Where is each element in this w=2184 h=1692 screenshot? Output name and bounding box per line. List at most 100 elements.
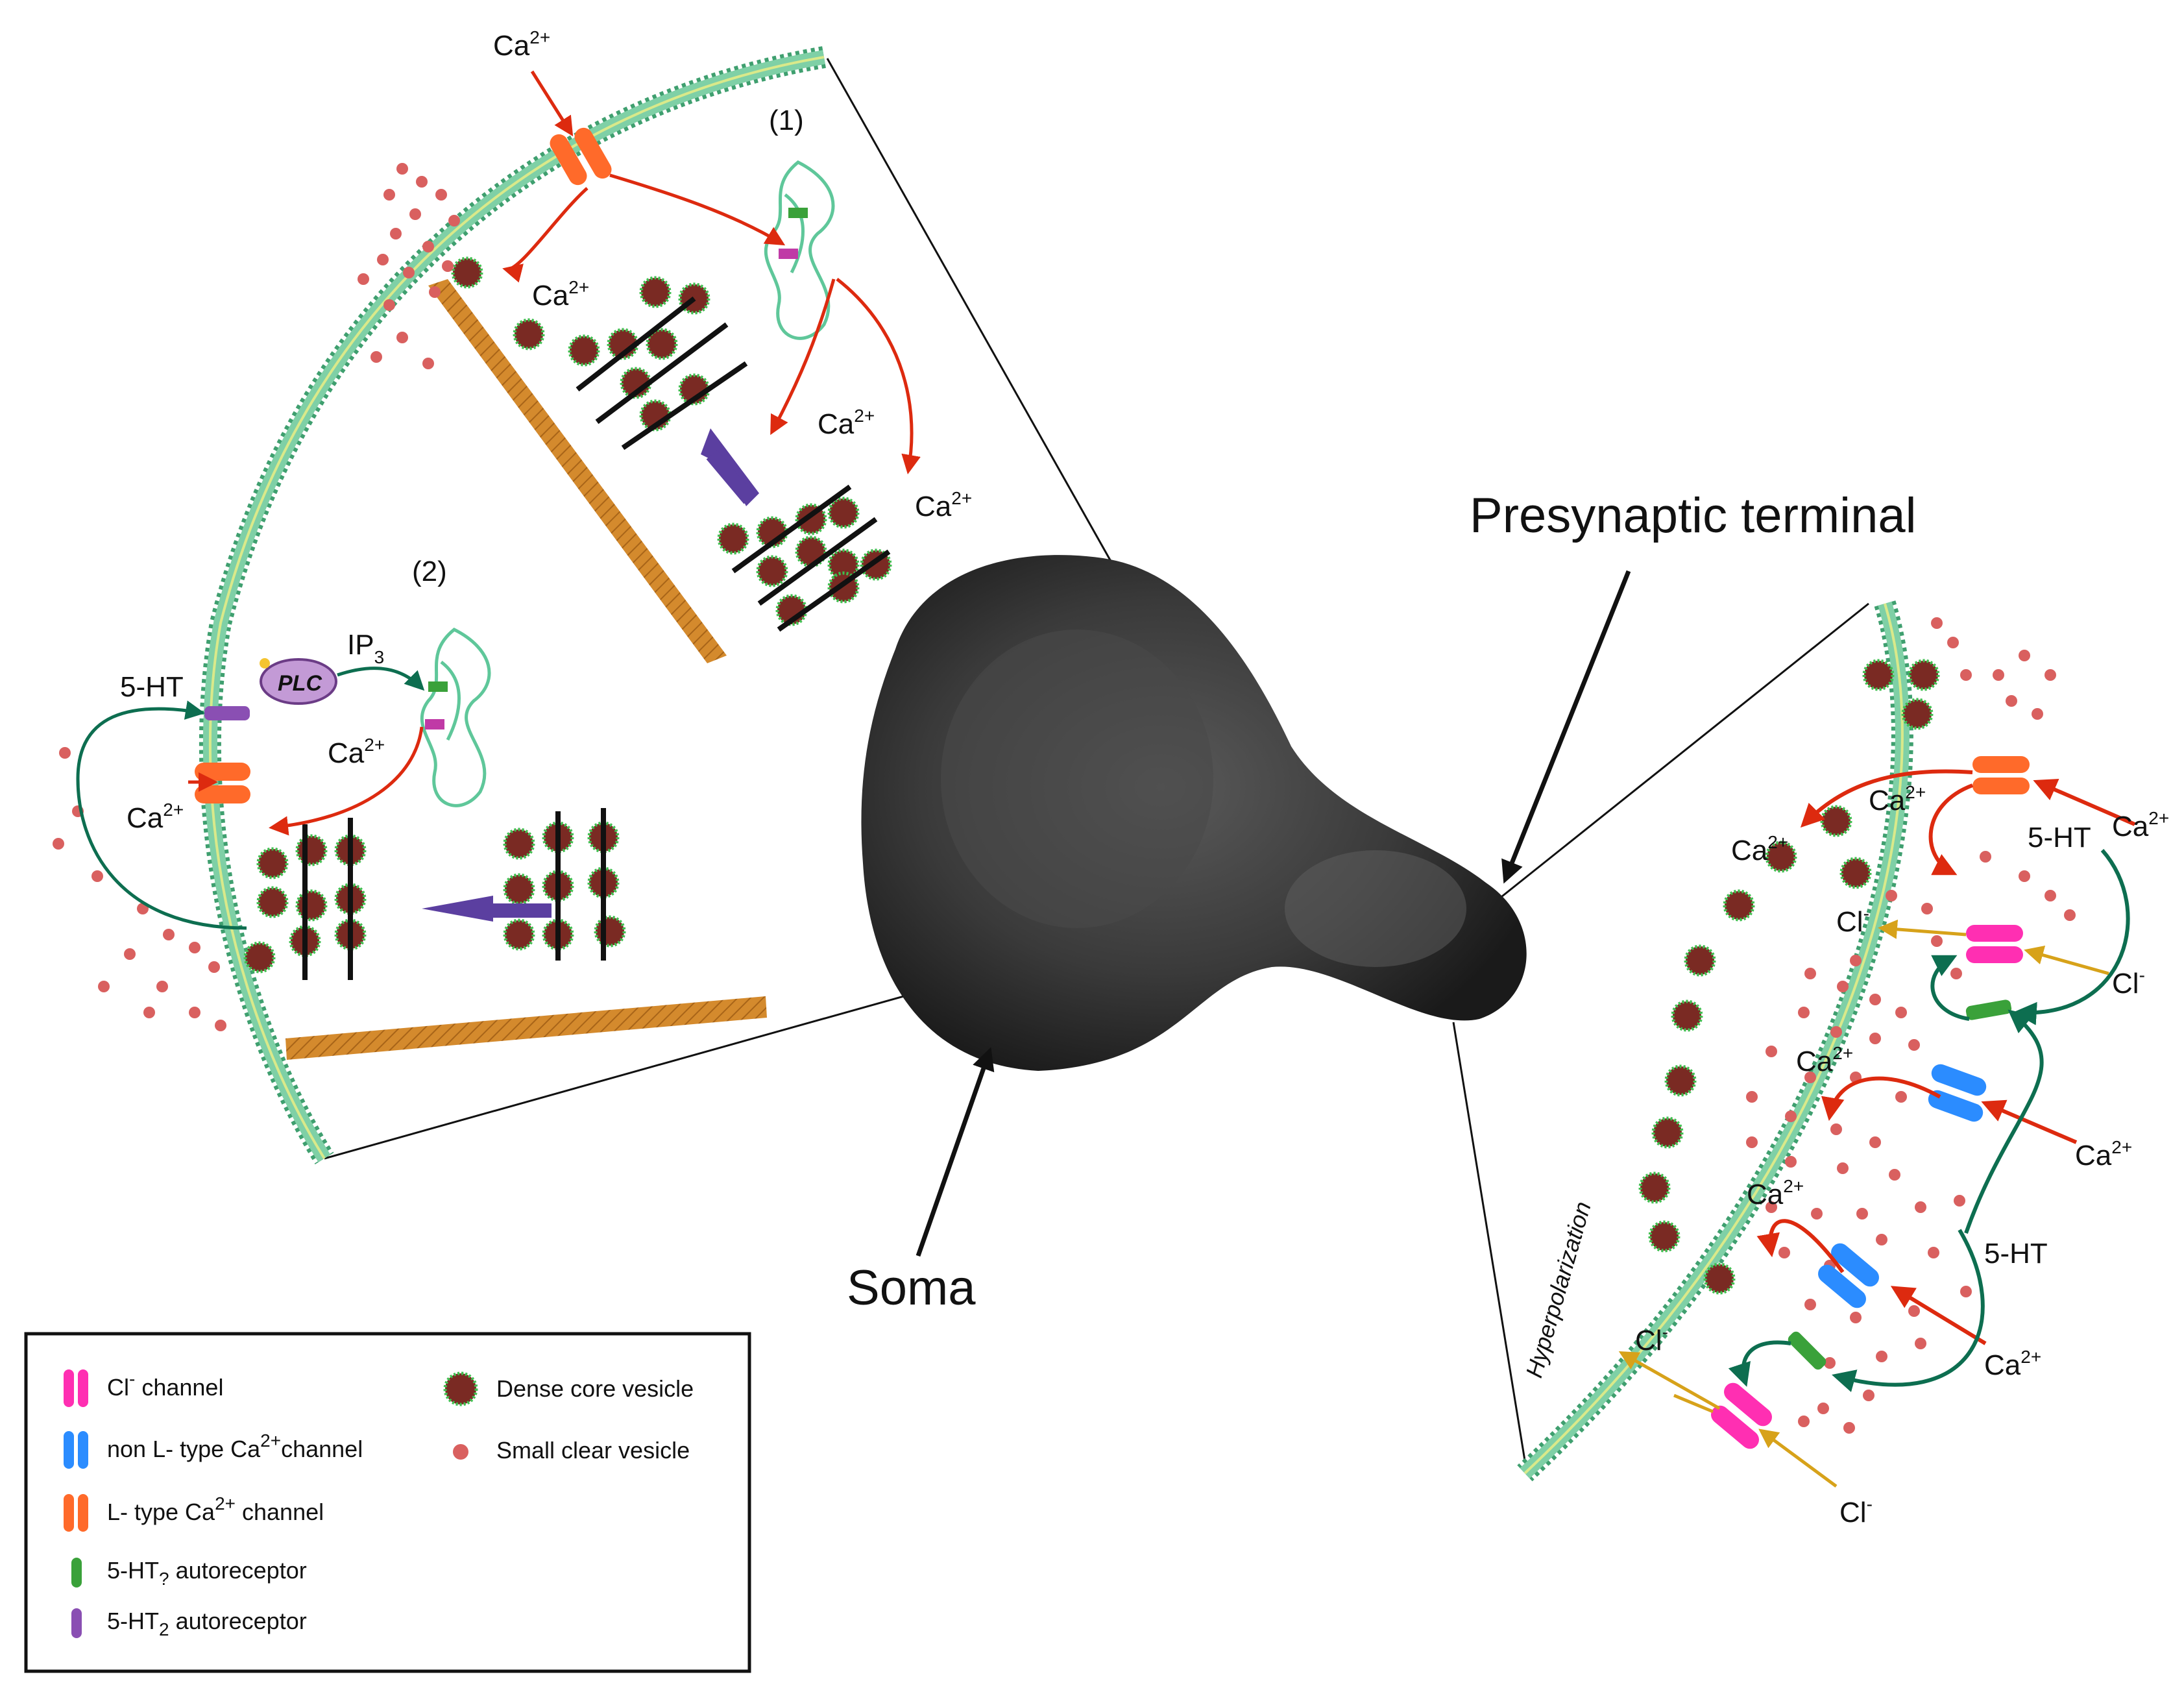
small-clear-vesicle [409,208,421,220]
dense-core-vesicles [243,256,1940,1295]
small-clear-vesicle [1993,669,2004,681]
small-clear-vesicle [215,1020,226,1031]
small-clear-vesicle [370,351,382,363]
dense-core-vesicle [503,918,535,951]
soma-cell-image [861,555,1527,1071]
small-clear-vesicle [1830,1026,1842,1038]
small-clear-vesicle [2032,708,2043,720]
svg-text:Ca2+: Ca2+ [2112,808,2169,842]
small-clear-vesicle [1931,617,1943,629]
dense-core-vesicle [513,318,545,350]
ht2-autoreceptor-left [204,706,250,720]
small-clear-vesicle [1817,1403,1829,1414]
small-clear-vesicle [1843,1422,1855,1434]
small-clear-vesicle [396,332,408,343]
small-clear-vesicle [1950,968,1962,979]
svg-text:5-HT: 5-HT [1984,1238,2048,1269]
small-clear-vesicles [53,163,2076,1434]
dense-core-vesicle [1723,889,1755,922]
dense-core-vesicle [646,328,678,360]
small-clear-vesicle [1824,1357,1836,1369]
small-clear-vesicle [1921,903,1933,914]
ht-signaling-arrows-right [1728,849,2130,1392]
non-l-type-ca-channel-right-2 [1818,1243,1879,1308]
small-clear-vesicle [1869,1033,1881,1044]
cl-channel-right-top [1966,925,2023,963]
dense-core-vesicle [451,256,483,289]
small-clear-vesicle [1798,1416,1810,1427]
small-clear-vesicle [1954,1195,1965,1207]
dense-core-vesicle [1648,1220,1680,1253]
svg-text:non L- type Ca2+channel: non L- type Ca2+channel [107,1430,363,1462]
svg-text:5-HT: 5-HT [120,671,184,703]
ca-arrows-left [188,70,921,836]
small-clear-vesicle [53,838,64,850]
small-clear-vesicle [1915,1201,1926,1213]
svg-text:L- type Ca2+ channel: L- type Ca2+ channel [107,1493,324,1525]
small-clear-vesicle [1863,1390,1875,1401]
legend-small-clear-vesicle: Small clear vesicle [453,1437,690,1464]
small-clear-vesicle [124,948,136,960]
svg-text:Hyperpolarization: Hyperpolarization [1520,1199,1596,1381]
legend-cl-channel: Cl- channel [64,1369,223,1407]
svg-text:Ca2+: Ca2+ [1984,1347,2041,1381]
svg-text:Ca2+: Ca2+ [1731,832,1788,866]
svg-text:Ca2+: Ca2+ [493,27,550,62]
legend-ht-2: 5-HT2 autoreceptor [71,1608,307,1639]
dense-core-vesicle [295,889,328,922]
dense-core-vesicle [1908,659,1940,691]
right-cell-membrane [1517,600,1913,1482]
svg-text:PLC: PLC [278,671,322,696]
small-clear-vesicle [1960,1286,1972,1297]
small-clear-vesicle [2019,870,2030,882]
small-clear-vesicle [1804,968,1816,979]
panel-2-label: (2) [412,556,447,587]
legend-non-l-type: non L- type Ca2+channel [64,1430,363,1469]
small-clear-vesicle [403,267,415,278]
small-clear-vesicle [2044,669,2056,681]
small-clear-vesicle [1765,1201,1777,1213]
small-clear-vesicle [208,961,220,973]
svg-text:Small clear vesicle: Small clear vesicle [496,1437,690,1464]
small-clear-vesicle [189,1007,200,1018]
left-cell-membrane [199,46,826,1164]
small-clear-vesicle [2019,650,2030,661]
small-clear-vesicle [2044,890,2056,901]
presynaptic-terminal-label: Presynaptic terminal [1470,488,1917,543]
small-clear-vesicle [383,189,395,201]
legend-ht-q: 5-HT? autoreceptor [71,1557,307,1589]
svg-text:Cl-: Cl- [1635,1322,1668,1356]
dense-core-vesicle [1862,659,1895,691]
small-clear-vesicle [422,241,434,252]
ca-arrows-right [1756,769,2136,1345]
small-clear-vesicle [1798,1007,1810,1018]
l-type-ca-channel-right [1972,756,2030,794]
small-clear-vesicle [2006,695,2017,707]
small-clear-vesicle [1811,1208,1823,1220]
small-clear-vesicle [396,163,408,175]
small-clear-vesicle [429,286,441,298]
small-clear-vesicle [390,228,402,239]
cl-channel-right-bottom [1711,1382,1772,1449]
svg-text:Ca2+: Ca2+ [328,735,385,769]
dense-core-vesicle [1765,840,1797,873]
small-clear-vesicle [1915,1338,1926,1349]
dense-core-vesicle [1684,944,1716,977]
svg-text:5-HT? autoreceptor: 5-HT? autoreceptor [107,1557,307,1589]
small-clear-vesicle [1830,1123,1842,1135]
small-clear-vesicle [1876,1234,1887,1245]
small-clear-vesicle [1856,1208,1868,1220]
small-clear-vesicle [1908,1305,1920,1317]
small-clear-vesicle [1980,851,1991,863]
dense-core-vesicle [503,828,535,860]
small-clear-vesicle [1785,1156,1797,1168]
small-clear-vesicle [416,176,428,188]
panel-1-label: (1) [769,104,804,136]
small-clear-vesicle [435,189,447,201]
dense-core-vesicle [1839,857,1872,889]
legend: Cl- channel non L- type Ca2+channel L- t… [24,1332,751,1673]
ht-q-autoreceptor-right-bottom [1788,1331,1826,1370]
small-clear-vesicle [189,942,200,953]
legend-l-type: L- type Ca2+ channel [64,1493,324,1532]
